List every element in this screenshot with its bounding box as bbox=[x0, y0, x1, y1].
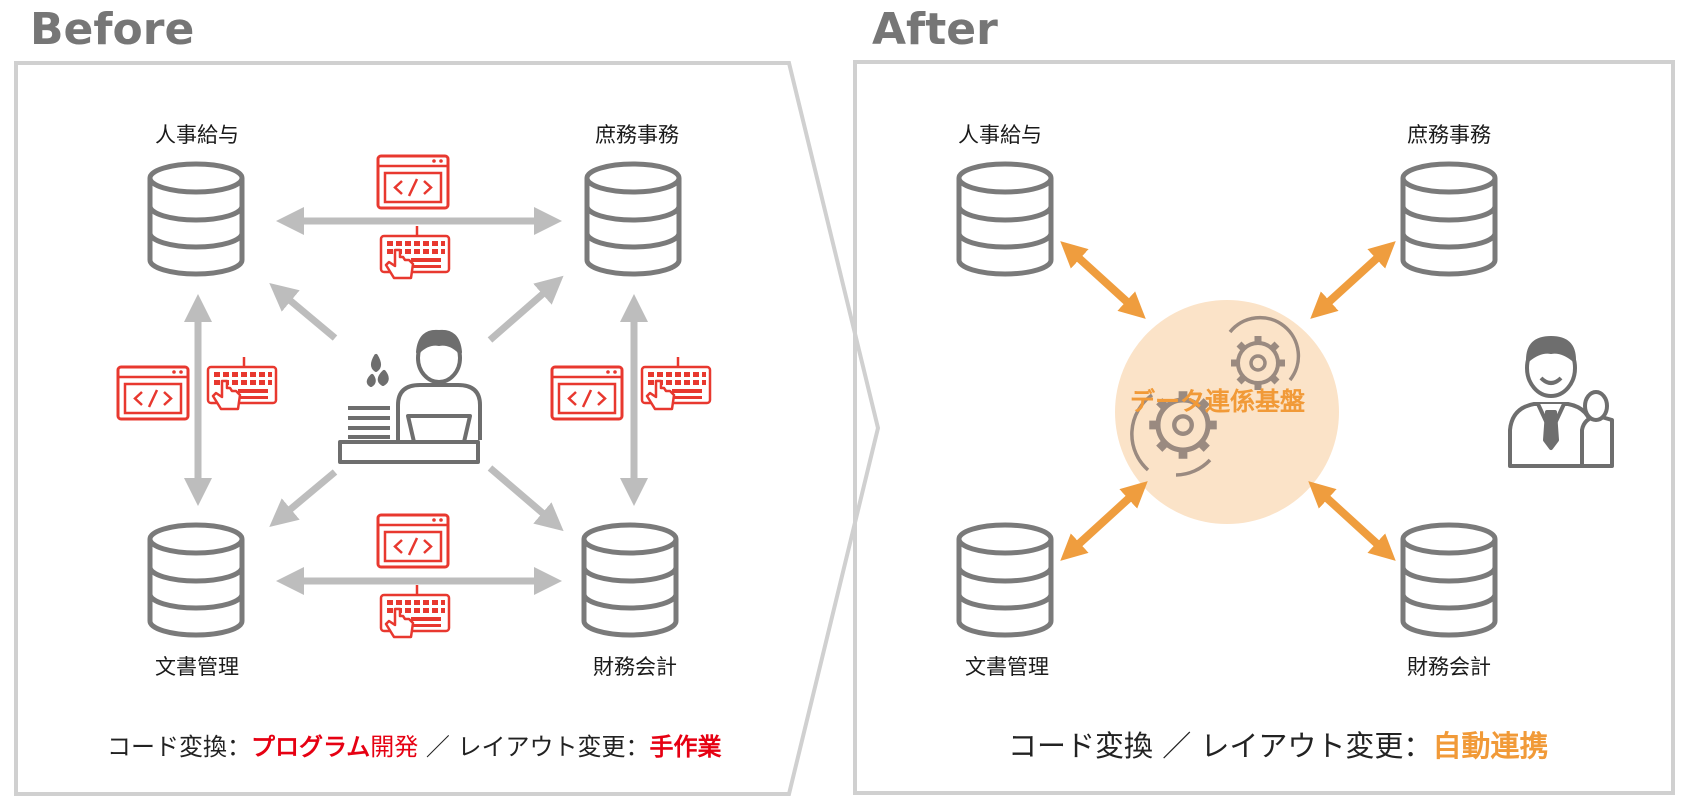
code-window-icon bbox=[376, 154, 450, 210]
keyboard-hand-icon bbox=[379, 583, 451, 639]
after-caption: コード変換 ／ レイアウト変更：自動連携 bbox=[1008, 732, 1548, 761]
data-integration-hub bbox=[1115, 300, 1339, 524]
after-connections bbox=[1060, 241, 1396, 561]
keyboard-hand-icon bbox=[206, 355, 278, 411]
code-window-icon bbox=[116, 365, 190, 421]
database-icon bbox=[1403, 525, 1495, 635]
database-icon bbox=[150, 525, 242, 635]
code-window-icon bbox=[550, 365, 624, 421]
after-frame bbox=[853, 60, 1675, 795]
database-icon bbox=[1403, 164, 1495, 274]
before-caption-manual: 手作業 bbox=[649, 733, 722, 761]
after-heading: After bbox=[872, 4, 998, 55]
before-label-document-management: 文書管理 bbox=[155, 655, 239, 679]
keyboard-hand-icon bbox=[379, 224, 451, 280]
database-icon bbox=[959, 525, 1051, 635]
before-label-hr-payroll: 人事給与 bbox=[155, 123, 239, 147]
keyboard-hand-icon bbox=[640, 355, 712, 411]
database-icon bbox=[150, 164, 242, 274]
after-caption-auto: 自動連携 bbox=[1432, 729, 1549, 763]
before-heading: Before bbox=[30, 4, 195, 55]
businessman-icon bbox=[1508, 336, 1614, 468]
after-label-document-management: 文書管理 bbox=[965, 655, 1049, 679]
before-label-financial-accounting: 財務会計 bbox=[593, 655, 677, 679]
code-window-icon bbox=[376, 513, 450, 569]
before-caption: コード変換：プログラム開発 ／ レイアウト変更：手作業 bbox=[107, 735, 722, 759]
before-caption-development: 開発 bbox=[370, 733, 419, 761]
before-connections bbox=[184, 207, 648, 595]
after-label-financial-accounting: 財務会計 bbox=[1407, 655, 1491, 679]
before-frame bbox=[14, 61, 881, 796]
before-caption-program: プログラム bbox=[251, 733, 371, 761]
before-label-general-affairs: 庶務事務 bbox=[595, 123, 679, 147]
before-caption-prefix: コード変換： bbox=[107, 733, 251, 761]
database-icon bbox=[959, 164, 1051, 274]
database-icon bbox=[587, 164, 679, 274]
after-caption-prefix: コード変換 ／ レイアウト変更： bbox=[1008, 729, 1433, 763]
after-label-hr-payroll: 人事給与 bbox=[958, 123, 1042, 147]
stressed-worker-icon bbox=[338, 329, 482, 464]
hub-label: データ連係基盤 bbox=[1130, 387, 1306, 416]
database-icon bbox=[584, 525, 676, 635]
before-caption-middle: ／ レイアウト変更： bbox=[418, 733, 650, 761]
after-label-general-affairs: 庶務事務 bbox=[1407, 123, 1491, 147]
